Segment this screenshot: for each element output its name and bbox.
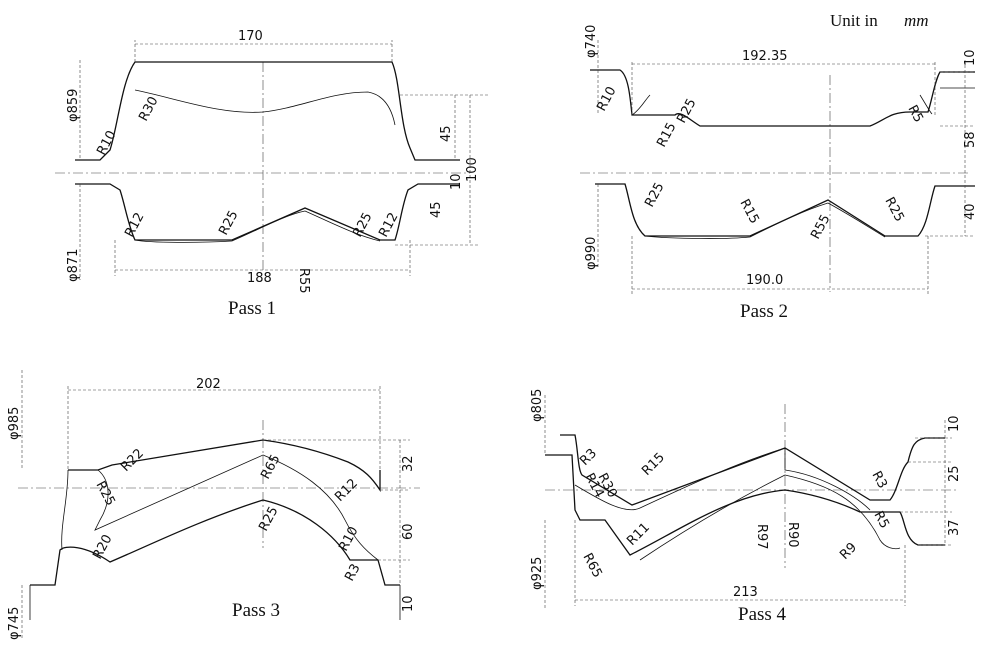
- pass-3-r25-left: R25: [92, 479, 117, 509]
- pass-2-dim-40: 40: [963, 203, 978, 220]
- pass-2-r25-right: R25: [881, 195, 906, 225]
- pass-3-lower-flanges: [29, 585, 401, 620]
- pass-3-r25-mid: R25: [256, 504, 281, 534]
- pass-2-lower-contour: [644, 202, 886, 239]
- pass-2-dim-bottom: 190.0: [746, 273, 783, 288]
- pass-2-dim-58: 58: [963, 131, 978, 148]
- pass-1-dim-top: 170: [238, 29, 263, 44]
- pass-1-r12-right: R12: [376, 210, 401, 240]
- pass-1-dia-upper: φ859: [66, 89, 81, 122]
- pass-2-dim-10: 10: [963, 49, 978, 66]
- pass-4-r3-right: R3: [868, 469, 889, 491]
- pass-1-dim-bottom: 188: [247, 271, 272, 286]
- pass-1-caption: Pass 1: [228, 298, 276, 319]
- pass-1-drawing: 170 188 R30 R10 R12 R25 R55 R25 R12 45 1…: [55, 29, 490, 319]
- pass-1-r55: R55: [296, 268, 311, 294]
- pass-4-r15: R15: [639, 450, 668, 479]
- pass-4-r9: R9: [837, 540, 860, 563]
- pass-2-upper-fillets: [631, 94, 933, 116]
- pass-4-dim-25: 25: [947, 465, 962, 482]
- pass-1-r25-right: R25: [350, 210, 375, 240]
- pass-1-dim-100: 100: [465, 157, 480, 182]
- pass-1-r10: R10: [94, 128, 119, 158]
- pass-3-r65: R65: [258, 452, 283, 482]
- pass-2-r15-upper: R15: [654, 120, 679, 150]
- pass-3-dim-10: 10: [401, 595, 416, 612]
- pass-1-lower-groove: [75, 183, 460, 241]
- pass-2-r10: R10: [594, 84, 619, 114]
- pass-3-r12: R12: [332, 476, 361, 505]
- pass-4-r97: R97: [754, 524, 769, 550]
- pass-4-r65: R65: [579, 551, 604, 581]
- pass-4-drawing: 213 R3 R14 R30 R15 R11 R65 R97 R90 R9 R3…: [530, 389, 962, 625]
- pass-2-dim-top: 192.35: [742, 49, 788, 64]
- pass-1-dim-45-upper: 45: [439, 125, 454, 142]
- pass-3-dia-lower: φ745: [7, 607, 22, 640]
- pass-4-lower-groove: [545, 454, 945, 556]
- pass-4-dim-10: 10: [947, 415, 962, 432]
- pass-3-r3: R3: [342, 562, 363, 584]
- pass-1-r30: R30: [136, 94, 161, 124]
- pass-3-dim-top: 202: [196, 377, 221, 392]
- pass-4-r5: R5: [870, 509, 891, 531]
- pass-3-dim-32: 32: [401, 455, 416, 472]
- pass-3-upper-groove: [68, 439, 381, 493]
- unit-prefix: Unit in: [830, 11, 878, 30]
- unit-value: mm: [904, 11, 929, 30]
- pass-2-dia-lower: φ990: [584, 237, 599, 270]
- pass-1-dim-45-lower: 45: [429, 201, 444, 218]
- pass-4-dim-bottom: 213: [733, 585, 758, 600]
- pass-4-upper-groove: [560, 434, 945, 506]
- pass-3-caption: Pass 3: [232, 600, 280, 621]
- pass-2-lower-groove: [595, 183, 975, 237]
- pass-3-dia-upper: φ985: [7, 407, 22, 440]
- pass-2-r25-lower: R25: [642, 180, 667, 210]
- pass-4-r11: R11: [624, 520, 653, 549]
- pass-2-dia-upper: φ740: [584, 25, 599, 58]
- pass-1-lower-contour: [134, 210, 381, 243]
- pass-2-drawing: 192.35 190.0 R10 R25 R15 R5 R25 R15 R55 …: [580, 25, 978, 322]
- pass-2-r5: R5: [904, 103, 925, 125]
- pass-4-r3-upper: R3: [577, 446, 600, 469]
- pass-4-dia-lower: φ925: [530, 557, 545, 590]
- pass-1-dim-10: 10: [449, 173, 464, 190]
- pass-3-drawing: 202 R22 R25 R20 R65 R25 R12 R10 R3 32 60…: [7, 370, 420, 640]
- pass-3-dim-60: 60: [401, 523, 416, 540]
- pass-2-upper-groove: [590, 69, 975, 127]
- pass-1-dia-lower: φ871: [66, 249, 81, 282]
- pass-1-r25-left: R25: [216, 208, 241, 238]
- pass-4-upper-contour: [574, 447, 871, 511]
- pass-4-caption: Pass 4: [738, 604, 787, 625]
- pass-4-dim-37: 37: [947, 519, 962, 536]
- pass-3-r10: R10: [336, 524, 361, 554]
- pass-2-caption: Pass 2: [740, 301, 788, 322]
- pass-2-r25-upper: R25: [674, 96, 699, 126]
- pass-1-upper-groove: [75, 61, 460, 161]
- pass-4-dia-upper: φ805: [530, 389, 545, 422]
- pass-3-r20: R20: [90, 532, 115, 562]
- pass-4-r90: R90: [785, 522, 800, 548]
- pass-2-r15-lower: R15: [736, 197, 761, 227]
- pass-1-upper-bulge: [134, 89, 396, 126]
- pass-3-lower-groove: [30, 499, 400, 586]
- pass-3-upper-contour: [61, 454, 379, 561]
- pass-4-lower-contour: [639, 474, 901, 561]
- pass-3-r22: R22: [118, 446, 147, 475]
